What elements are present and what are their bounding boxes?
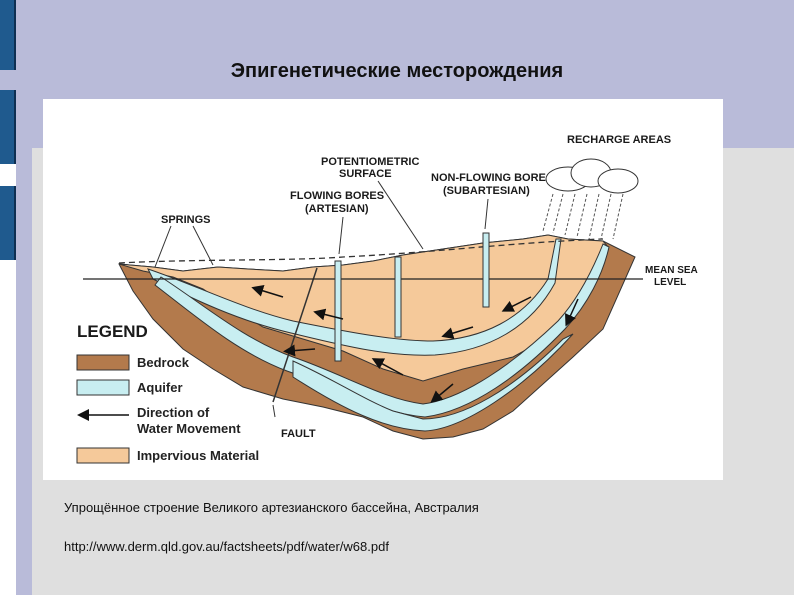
label-mean-sea-2: LEVEL	[654, 277, 686, 288]
flow-arrow	[313, 308, 344, 321]
label-springs: SPRINGS	[161, 214, 211, 226]
legend-label-direction: Direction of	[137, 405, 210, 420]
label-pointers	[154, 180, 489, 418]
flow-arrow	[441, 326, 474, 339]
flow-arrow	[430, 383, 454, 403]
potentiometric-surface-line	[118, 238, 604, 264]
flow-arrow	[371, 358, 404, 376]
basin-cross-section-diagram: RECHARGE AREAS POTENTIOMETRIC SURFACE NO…	[76, 134, 698, 464]
legend-swatch-impervious	[76, 447, 130, 464]
label-non-flowing-2: (SUBARTESIAN)	[443, 185, 530, 197]
label-recharge-areas: RECHARGE AREAS	[567, 134, 671, 146]
aquifer-layer-deep	[292, 333, 574, 432]
figure-caption: Упрощённое строение Великого артезианско…	[64, 500, 479, 515]
legend: LEGEND Bedrock Aquifer Direction of Wate…	[76, 322, 259, 464]
rain-cloud-icon	[542, 158, 639, 240]
side-tab	[0, 90, 16, 164]
side-tab	[0, 186, 16, 260]
legend-label-aquifer: Aquifer	[137, 380, 183, 395]
fault-line	[272, 267, 318, 403]
label-potentiometric-2: SURFACE	[339, 168, 392, 180]
aquifer-layer-upper	[147, 238, 562, 356]
label-flowing-1: FLOWING BORES	[290, 190, 384, 202]
flow-arrow	[501, 296, 532, 312]
legend-label-bedrock: Bedrock	[137, 355, 190, 370]
flow-arrow	[251, 285, 284, 298]
legend-swatch-bedrock	[76, 354, 130, 371]
label-fault: FAULT	[281, 428, 316, 440]
slide-left-strip	[16, 0, 32, 595]
label-flowing-2: (ARTESIAN)	[305, 203, 369, 215]
flow-arrow	[565, 298, 579, 327]
flowing-bore-2	[394, 256, 402, 338]
legend-label-impervious: Impervious Material	[137, 448, 259, 463]
flowing-bore-1	[334, 260, 342, 362]
label-non-flowing-1: NON-FLOWING BORE	[431, 172, 546, 184]
side-tab	[0, 0, 16, 70]
source-url[interactable]: http://www.derm.qld.gov.au/factsheets/pd…	[64, 539, 389, 554]
legend-swatch-aquifer	[76, 379, 130, 396]
flow-arrow	[283, 344, 316, 357]
slide-title: Эпигенетические месторождения	[230, 60, 564, 82]
legend-title: LEGEND	[77, 322, 148, 341]
artesian-basin-figure: RECHARGE AREAS POTENTIOMETRIC SURFACE NO…	[43, 99, 723, 480]
label-mean-sea-1: MEAN SEA	[645, 265, 698, 276]
non-flowing-bore	[482, 232, 490, 308]
legend-label-water-movement: Water Movement	[137, 421, 241, 436]
label-potentiometric-1: POTENTIOMETRIC	[321, 156, 419, 168]
